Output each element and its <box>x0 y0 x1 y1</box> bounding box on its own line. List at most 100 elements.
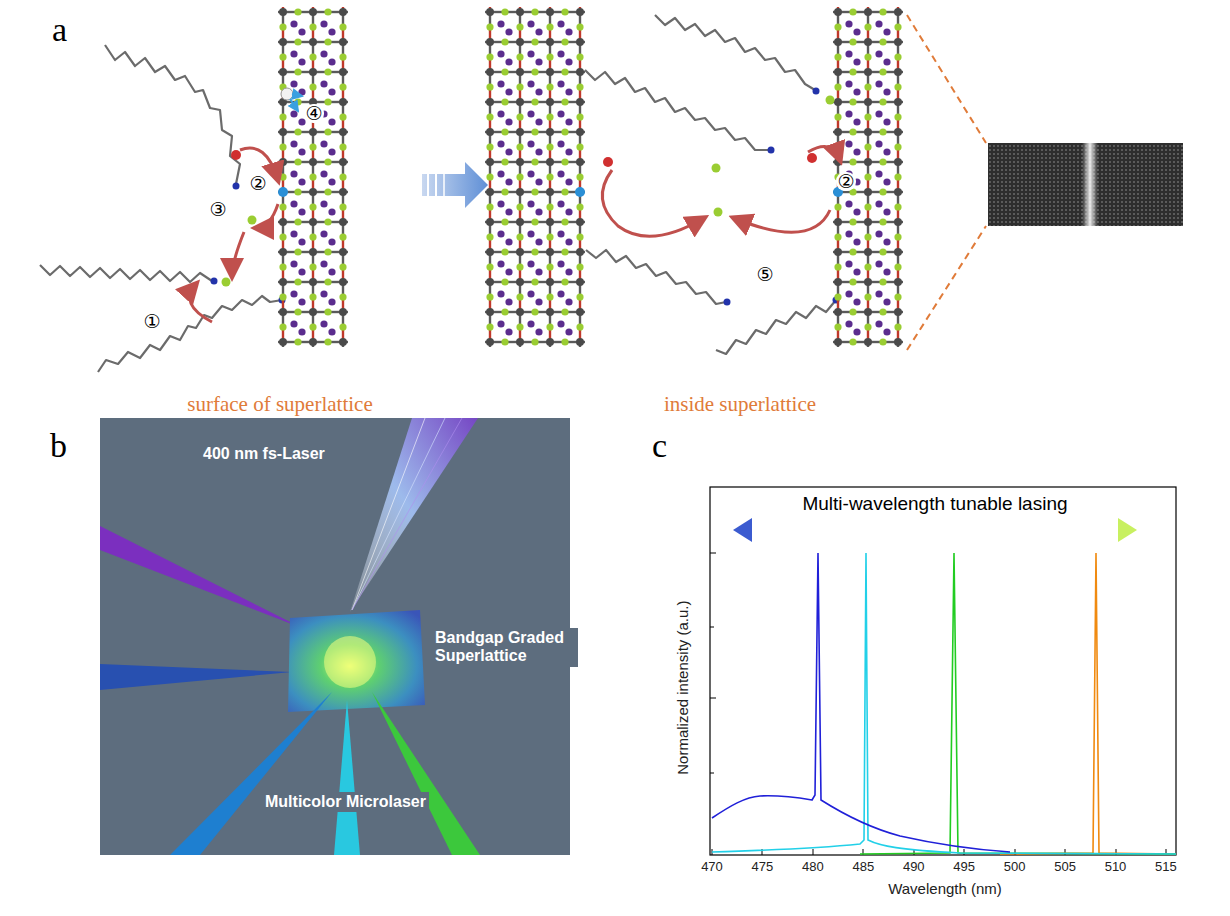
callout-number: ① <box>142 312 161 331</box>
callout-number: ⑤ <box>755 265 774 284</box>
panel-b-scene <box>324 636 376 688</box>
beam-label: Bandgap Graded Superlattice <box>432 628 578 667</box>
chart-title: Multi-wavelength tunable lasing <box>802 493 1067 515</box>
blue-arrows <box>292 94 302 96</box>
red-arrows <box>190 284 212 322</box>
spectrum-chart <box>712 553 1176 854</box>
tick-label: 475 <box>752 860 774 875</box>
transition-arrow <box>422 162 488 208</box>
spectrum-chart <box>710 698 716 699</box>
atoms <box>807 153 817 163</box>
axis-title: Normalized intensity (a.u.) <box>674 601 691 775</box>
atoms <box>712 164 721 173</box>
tick-label: 470 <box>701 860 723 875</box>
panel-b-scene <box>352 418 445 610</box>
nitrogen-atoms <box>211 278 218 285</box>
ligand-chains <box>40 265 212 282</box>
ligand-chains <box>655 15 815 90</box>
panel-b-scene <box>372 692 480 855</box>
nitrogen-atoms <box>813 88 820 95</box>
middle-lattice <box>485 7 585 347</box>
spectrum-chart <box>710 627 714 628</box>
tick-label: 495 <box>953 860 975 875</box>
caption-label: surface of superlattice <box>187 392 372 416</box>
ligand-chains <box>586 250 726 304</box>
panel-label: c <box>652 426 667 465</box>
tem-inset <box>988 143 1183 226</box>
panel-b-scene <box>352 418 425 610</box>
red-arrows <box>602 170 704 236</box>
atoms <box>248 216 257 225</box>
spectrum-chart <box>712 553 1176 854</box>
transition-arrow <box>435 174 437 196</box>
nitrogen-atoms <box>768 147 775 154</box>
tick-label: 515 <box>1155 860 1177 875</box>
axis-title: Wavelength (nm) <box>888 880 1002 897</box>
atoms <box>575 187 585 197</box>
tem-inset <box>907 15 1183 350</box>
atoms <box>603 157 613 167</box>
panel-b-scene <box>288 610 425 712</box>
nitrogen-atoms <box>233 183 240 190</box>
panel-label: b <box>50 426 67 465</box>
tick-label: 510 <box>1105 860 1127 875</box>
ligand-chains <box>105 45 240 184</box>
spectrum-chart <box>813 849 814 855</box>
atoms <box>281 88 293 100</box>
tick-label: 500 <box>1004 860 1026 875</box>
spectrum-chart <box>1000 553 1176 854</box>
panel-b-scene <box>100 664 292 690</box>
blue-arrows <box>290 94 302 111</box>
atoms <box>714 208 723 217</box>
spectrum-chart <box>733 518 752 542</box>
callout-number: ② <box>836 172 855 191</box>
atoms <box>826 96 835 105</box>
panel-b-scene <box>334 700 360 855</box>
right-lattice <box>833 7 903 347</box>
transition-arrow <box>427 174 429 196</box>
atoms <box>222 278 231 287</box>
tem-inset <box>1082 143 1098 226</box>
transition-arrow <box>443 174 445 196</box>
left-lattice <box>278 7 348 347</box>
red-arrows <box>734 210 830 232</box>
panel-b-scene <box>170 692 332 855</box>
atoms <box>231 150 241 160</box>
panel-b-scene <box>100 526 302 628</box>
spectrum-chart <box>712 553 1010 852</box>
tick-label: 505 <box>1054 860 1076 875</box>
ligand-chains <box>585 70 770 150</box>
middle-lattice <box>485 7 585 347</box>
tick-label: 485 <box>852 860 874 875</box>
beam-label: 400 nm fs-Laser <box>200 444 328 464</box>
spectrum-chart <box>710 487 1176 855</box>
ligand-chains <box>716 300 836 354</box>
spectrum-chart <box>710 487 1176 855</box>
callout-number: ④ <box>304 104 323 123</box>
panel-label: a <box>52 10 67 49</box>
spectrum-chart <box>860 553 1176 854</box>
callout-number: ② <box>248 174 267 193</box>
spectrum-chart <box>748 527 1122 533</box>
tick-label: 480 <box>802 860 824 875</box>
nitrogen-atoms <box>724 299 731 306</box>
panel-b-scene <box>352 418 462 610</box>
red-arrows <box>256 204 278 228</box>
left-lattice <box>278 7 348 347</box>
red-arrows <box>808 147 840 160</box>
beam-label: Multicolor Microlaser <box>262 792 429 812</box>
spectrum-chart <box>964 849 965 855</box>
spectrum-chart <box>1118 518 1137 542</box>
atoms <box>278 187 288 197</box>
right-lattice <box>833 7 903 347</box>
callout-number: ③ <box>208 200 227 219</box>
atoms <box>222 88 844 287</box>
caption-label: inside superlattice <box>664 392 816 416</box>
ligand-chains <box>98 296 282 372</box>
tem-inset <box>907 226 986 350</box>
tem-inset <box>907 15 986 143</box>
red-arrows <box>190 147 840 322</box>
spectrum-chart <box>710 553 716 554</box>
